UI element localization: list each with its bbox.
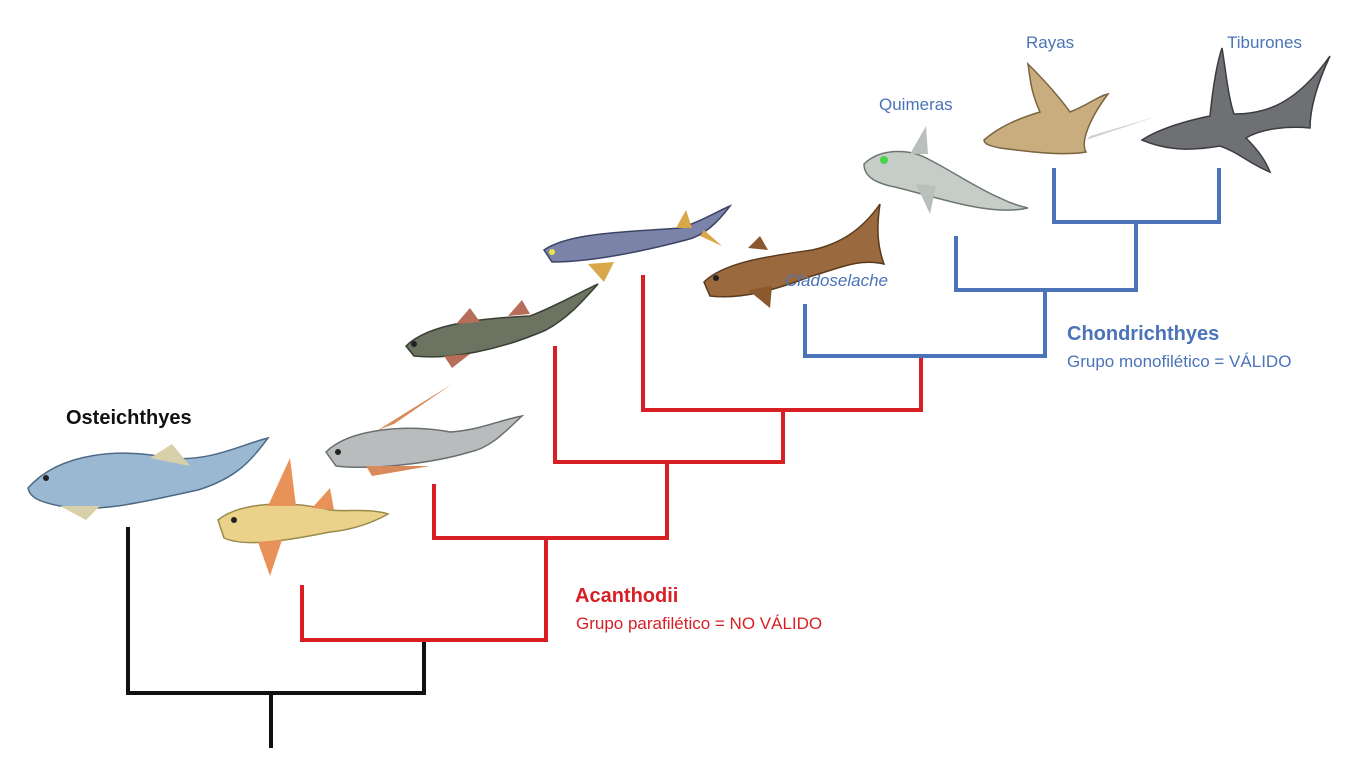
chondrichthyes-branches [803, 168, 1221, 358]
chondrichthyes-title: Chondrichthyes [1067, 323, 1220, 345]
grey-spined-acanthodian [325, 384, 525, 476]
blue-node-1 [803, 290, 1047, 358]
dark-acanthodian [404, 283, 599, 368]
acanthodii-note: Grupo parafilético = NO VÁLIDO [576, 614, 823, 633]
acanthodii-branches [300, 275, 923, 642]
yellow-acanthodian [217, 458, 390, 576]
chondrichthyes-note: Grupo monofilético = VÁLIDO [1067, 352, 1292, 371]
hammerhead-shark [1140, 47, 1331, 174]
chimaera [863, 126, 1029, 214]
acanthodii-title: Acanthodii [575, 585, 679, 607]
quimeras-label: Quimeras [879, 95, 953, 114]
blue-acanthodian [542, 204, 733, 282]
tiburones-label: Tiburones [1227, 33, 1302, 52]
red-node-2 [432, 462, 669, 540]
ray [983, 61, 1158, 155]
root-split [126, 527, 426, 695]
osteichthyes-label: Osteichthyes [66, 407, 192, 429]
red-node-4 [641, 275, 923, 412]
red-node-1 [300, 538, 548, 642]
blue-node-2 [954, 222, 1138, 292]
cladoselache-shark [703, 203, 886, 308]
osteichthyes-fish [27, 436, 270, 520]
cladoselache-label: Cladoselache [785, 271, 889, 290]
rayas-label: Rayas [1026, 33, 1075, 52]
red-node-3 [553, 346, 785, 464]
blue-node-3 [1052, 168, 1221, 224]
outgroup-branches [126, 527, 426, 748]
